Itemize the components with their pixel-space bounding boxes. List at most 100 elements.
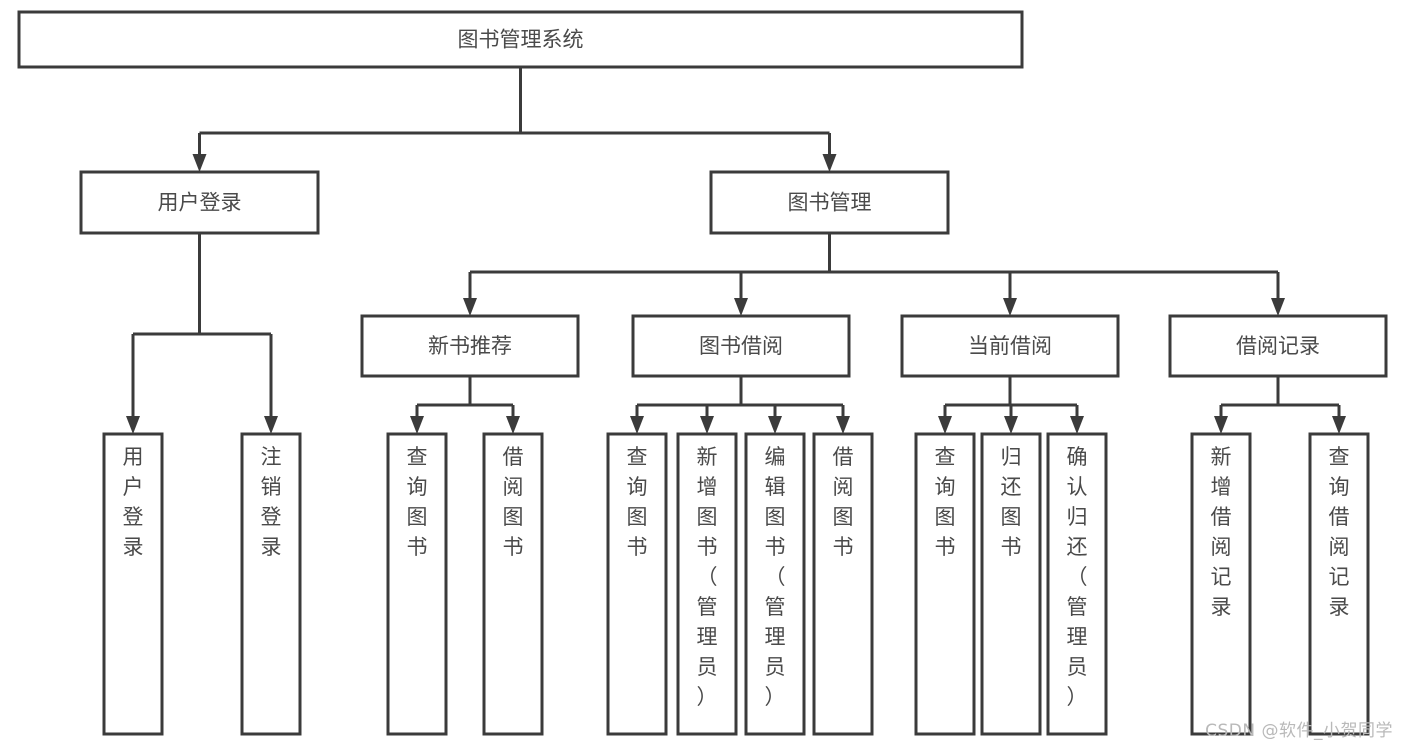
node-label: 图书借阅 (699, 334, 783, 358)
node-box (631, 314, 851, 378)
node-label-char: 增 (1211, 475, 1232, 499)
node-label-char: （ (765, 565, 786, 589)
node-label-char: 询 (407, 475, 428, 499)
node-label: 用户登录 (158, 191, 242, 215)
arrow-head-icon (410, 416, 424, 434)
node-label-char: 图 (833, 505, 854, 529)
node-label-char: 录 (261, 535, 282, 559)
node-label-char: 管 (765, 595, 786, 619)
arrow-head-icon (768, 416, 782, 434)
node-book-manage[interactable]: 图书管理 (709, 170, 950, 235)
node-box (1308, 432, 1370, 736)
node-label-char: 编 (765, 445, 786, 469)
arrow-head-icon (1004, 416, 1018, 434)
node-label-char: 确 (1067, 445, 1088, 469)
node-new-book-rec[interactable]: 新书推荐 (360, 314, 580, 378)
node-box (386, 432, 448, 736)
node-box (240, 432, 302, 736)
node-label-char: 新 (697, 445, 718, 469)
node-label-char: 查 (1329, 445, 1350, 469)
node-label-char: 归 (1067, 505, 1088, 529)
node-leaf-user-login[interactable]: 用户登录 (102, 432, 164, 736)
arrow-head-icon (506, 416, 520, 434)
node-label-char: 员 (765, 655, 786, 679)
arrow-head-icon (192, 154, 207, 172)
arrow-head-icon (264, 416, 278, 434)
node-label-char: ） (765, 685, 786, 709)
node-label-char: 管 (1067, 595, 1088, 619)
node-label-char: 书 (697, 535, 718, 559)
arrow-head-icon (1271, 298, 1285, 316)
node-label-char: 书 (627, 535, 648, 559)
node-label-char: 归 (1001, 445, 1022, 469)
node-label-char: 书 (833, 535, 854, 559)
node-label-char: 图 (503, 505, 524, 529)
node-label-char: 阅 (503, 475, 524, 499)
node-label-char: 新 (1211, 445, 1232, 469)
node-label-char: 录 (1329, 595, 1350, 619)
node-label-char: 图 (765, 505, 786, 529)
node-box (744, 432, 806, 736)
node-label-char: （ (697, 565, 718, 589)
node-label-char: 用 (123, 445, 144, 469)
node-box (980, 432, 1042, 736)
node-user-login[interactable]: 用户登录 (79, 170, 320, 235)
node-label-char: 录 (123, 535, 144, 559)
node-label-char: 借 (1211, 505, 1232, 529)
node-borrow-record[interactable]: 借阅记录 (1168, 314, 1388, 378)
node-current-borrow[interactable]: 当前借阅 (900, 314, 1120, 378)
arrow-head-icon (1214, 416, 1228, 434)
node-label-char: 户 (123, 475, 144, 499)
node-box (360, 314, 580, 378)
node-label-char: （ (1067, 565, 1088, 589)
node-box (606, 432, 668, 736)
node-label-char: 询 (627, 475, 648, 499)
node-label-char: 询 (1329, 475, 1350, 499)
node-label-char: 理 (1067, 625, 1088, 649)
node-label-char: 查 (935, 445, 956, 469)
connector-layer (126, 67, 1346, 434)
node-book-borrow[interactable]: 图书借阅 (631, 314, 851, 378)
arrow-head-icon (938, 416, 952, 434)
node-label-char: 注 (261, 445, 282, 469)
node-box (17, 10, 1024, 69)
node-label-char: 辑 (765, 475, 786, 499)
node-label-char: 理 (765, 625, 786, 649)
node-label-char: 借 (503, 445, 524, 469)
node-label: 新书推荐 (428, 334, 512, 358)
node-label-char: 书 (503, 535, 524, 559)
node-label-char: 还 (1067, 535, 1088, 559)
arrow-head-icon (1003, 298, 1017, 316)
node-label-char: 认 (1067, 475, 1088, 499)
node-box (812, 432, 874, 736)
node-label-char: 销 (261, 475, 282, 499)
node-label-char: 理 (697, 625, 718, 649)
node-root[interactable]: 图书管理系统 (17, 10, 1024, 69)
node-label-char: ） (697, 685, 718, 709)
arrow-head-icon (463, 298, 477, 316)
node-label-char: 图 (697, 505, 718, 529)
node-label-char: 图 (1001, 505, 1022, 529)
node-box (1046, 432, 1108, 736)
node-label-char: 书 (1001, 535, 1022, 559)
arrow-head-icon (1070, 416, 1084, 434)
node-label-char: 图 (935, 505, 956, 529)
node-label-char: 员 (697, 655, 718, 679)
node-label: 图书管理 (788, 191, 872, 215)
node-label-char: 书 (765, 535, 786, 559)
node-box (482, 432, 544, 736)
node-box (676, 432, 738, 736)
